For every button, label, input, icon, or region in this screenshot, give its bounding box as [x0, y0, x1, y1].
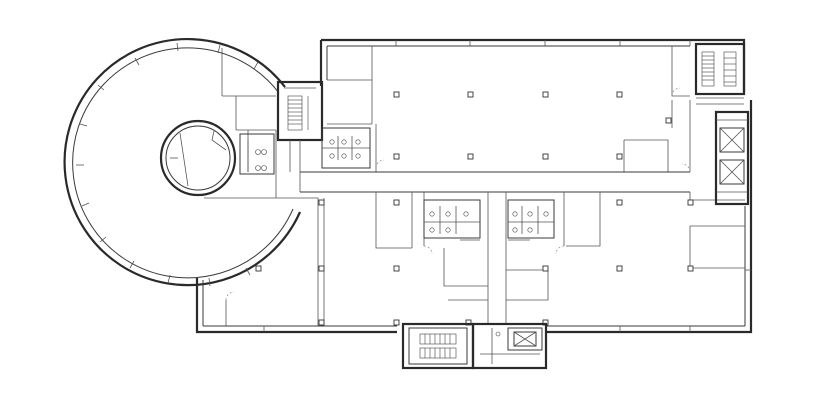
inner-circular-core	[159, 119, 237, 197]
door-swings	[225, 87, 691, 301]
central-restrooms	[423, 199, 555, 241]
south-stair	[401, 322, 475, 370]
southwest-annex	[195, 198, 397, 334]
circular-wing	[63, 38, 318, 287]
west-restrooms	[239, 127, 371, 192]
east-elevators	[714, 110, 750, 206]
south-elevator	[471, 322, 548, 370]
east-stair	[694, 42, 746, 105]
main-hall	[263, 38, 753, 334]
central-corridor	[300, 171, 745, 324]
structural-columns	[255, 91, 694, 326]
